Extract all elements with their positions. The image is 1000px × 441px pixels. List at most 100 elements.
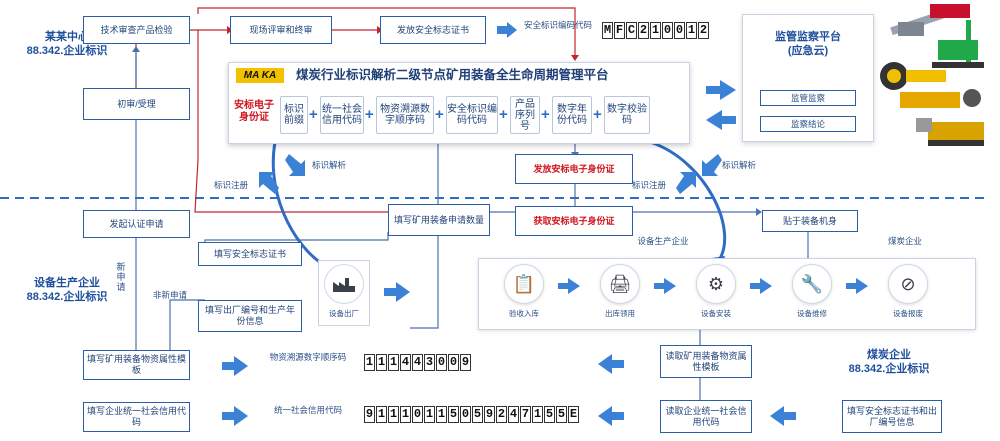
lifecycle-stage: 🖨 出库领用 (594, 264, 646, 319)
code-digit: 1 (424, 406, 435, 423)
new-apply-label: 新申请 (116, 262, 126, 292)
lifecycle-stage-label: 出库领用 (605, 309, 635, 318)
right-arrow-icon (384, 282, 410, 302)
id-segment: 物资溯源数字顺序码 (376, 96, 434, 134)
left-arrow-icon (770, 406, 796, 426)
plus-icon: + (541, 106, 550, 123)
roadheader-image (900, 89, 981, 108)
cert-code-label: 安全标识编码代码 (523, 20, 592, 30)
code-digit: 0 (662, 22, 673, 39)
producer-tag: 设备生产企业 (637, 236, 689, 246)
code-digit: 4 (508, 406, 519, 423)
code-digit: 1 (364, 354, 375, 371)
id-segment: 统一社会信用代码 (320, 96, 364, 134)
id-segments: 标识前缀+统一社会信用代码+物资溯源数字顺序码+安全标识编码代码+产品序列号+数… (280, 92, 680, 138)
right-arrow-icon (750, 278, 772, 294)
right-arrow-icon (497, 22, 517, 38)
id-segment: 数字校验码 (604, 96, 650, 134)
id-segment: 产品序列号 (510, 96, 540, 134)
fill-attr-template-box: 填写矿用装备物资属性模板 (83, 350, 190, 380)
plus-icon: + (435, 106, 444, 123)
lifecycle-stage-label: 设备报废 (893, 309, 923, 318)
supervision-title: 监管监察平台 (应急云) (775, 31, 841, 57)
parse-left-label: 标识解析 (311, 160, 346, 170)
id-segment: 标识前缀 (280, 96, 308, 134)
e-id-label: 安标电子身份证 (234, 100, 274, 123)
plus-icon: + (365, 106, 374, 123)
lifecycle-stage-label: 设备安装 (701, 309, 731, 318)
factory-icon (324, 264, 364, 304)
code-digit: 1 (388, 354, 399, 371)
up-arrow-icon (676, 172, 696, 194)
code-digit: 4 (412, 354, 423, 371)
credit-code-label: 统一社会信用代码 (273, 405, 342, 415)
code-digit: 0 (448, 354, 459, 371)
repair-icon: 🔧 (792, 264, 832, 304)
code-digit: 3 (424, 354, 435, 371)
factory-label: 设备出厂 (329, 309, 359, 318)
supervision-conclusion-button[interactable]: 监察结论 (760, 116, 856, 132)
apply-cert-box: 发起认证申请 (83, 210, 190, 238)
right-arrow-icon (558, 278, 580, 294)
fill-sign-box: 填写安全标志证书 (198, 242, 302, 266)
printer-icon: 🖨 (600, 264, 640, 304)
register-left-label: 标识注册 (213, 180, 248, 190)
lifecycle-stage-label: 设备维修 (797, 309, 827, 318)
code-digit: 1 (650, 22, 661, 39)
code-digit: C (626, 22, 637, 39)
right-arrow-icon (222, 356, 248, 376)
right-arrow-icon (654, 278, 676, 294)
code-digit: 1 (388, 406, 399, 423)
trace-code-label: 物资溯源数字顺序码 (269, 352, 347, 362)
org-center-label: 某某中心 88.342.企业标识 (26, 31, 108, 57)
supervision-monitor-button[interactable]: 监管监察 (760, 90, 856, 106)
code-digit: F (614, 22, 625, 39)
right-arrow-icon (706, 80, 736, 100)
code-digit: 9 (364, 406, 375, 423)
fill-credit-code-box: 填写企业统一社会信用代码 (83, 402, 190, 432)
issue-cert-box: 发放安全标志证书 (380, 16, 486, 44)
org-producer-label: 设备生产企业 88.342.企业标识 (26, 277, 108, 303)
lifecycle-stage: 🔧 设备维修 (786, 264, 838, 319)
fill-factory-info-box: 填写出厂编号和生产年份信息 (198, 300, 302, 332)
lifecycle-stage-label: 验收入库 (509, 309, 539, 318)
renew-apply-label: 非新申请 (152, 290, 187, 300)
fill-qty-box: 填写矿用装备申请数量 (388, 204, 490, 236)
platform-logo: MA KA (236, 68, 284, 83)
lifecycle-stage: ⚙设备安装 (690, 264, 742, 319)
read-credit-code-box: 读取企业统一社会信用代码 (660, 400, 752, 433)
code-digit: 5 (448, 406, 459, 423)
shearer-image (890, 4, 970, 36)
right-arrow-icon (222, 406, 248, 426)
left-arrow-icon (598, 354, 624, 374)
cutter-drum-image (880, 62, 946, 90)
id-segment: 数字年份代码 (552, 96, 592, 134)
register-right-label: 标识注册 (631, 180, 666, 190)
platform-title: 煤炭行业标识解析二级节点矿用装备全生命周期管理平台 (296, 68, 609, 82)
code-digit: 1 (376, 354, 387, 371)
code-digit: 1 (400, 406, 411, 423)
fill-sign-coal-box: 填写安全标志证书和出厂编号信息 (842, 400, 942, 433)
code-digit: 5 (472, 406, 483, 423)
code-digit: 2 (698, 22, 709, 39)
issue-e-id-box: 发放安标电子身份证 (515, 154, 633, 184)
ban-icon: ⊘ (888, 264, 928, 304)
code-digit: 1 (686, 22, 697, 39)
code-digit: 5 (556, 406, 567, 423)
parse-right-label: 标识解析 (721, 160, 756, 170)
left-arrow-icon (598, 406, 624, 426)
org-coal-label: 煤炭企业 88.342.企业标识 (848, 349, 930, 375)
plus-icon: + (499, 106, 508, 123)
curved-arrow-right (649, 140, 727, 263)
code-digit: 0 (460, 406, 471, 423)
code-digit: 1 (436, 406, 447, 423)
code-digit: E (568, 406, 579, 423)
id-segment: 安全标识编码代码 (446, 96, 498, 134)
site-review-box: 现场评审和终审 (230, 16, 332, 44)
up-arrow-icon (259, 172, 279, 194)
code-digit: 7 (520, 406, 531, 423)
down-arrow-icon (285, 154, 305, 176)
code-digit: 5 (544, 406, 555, 423)
